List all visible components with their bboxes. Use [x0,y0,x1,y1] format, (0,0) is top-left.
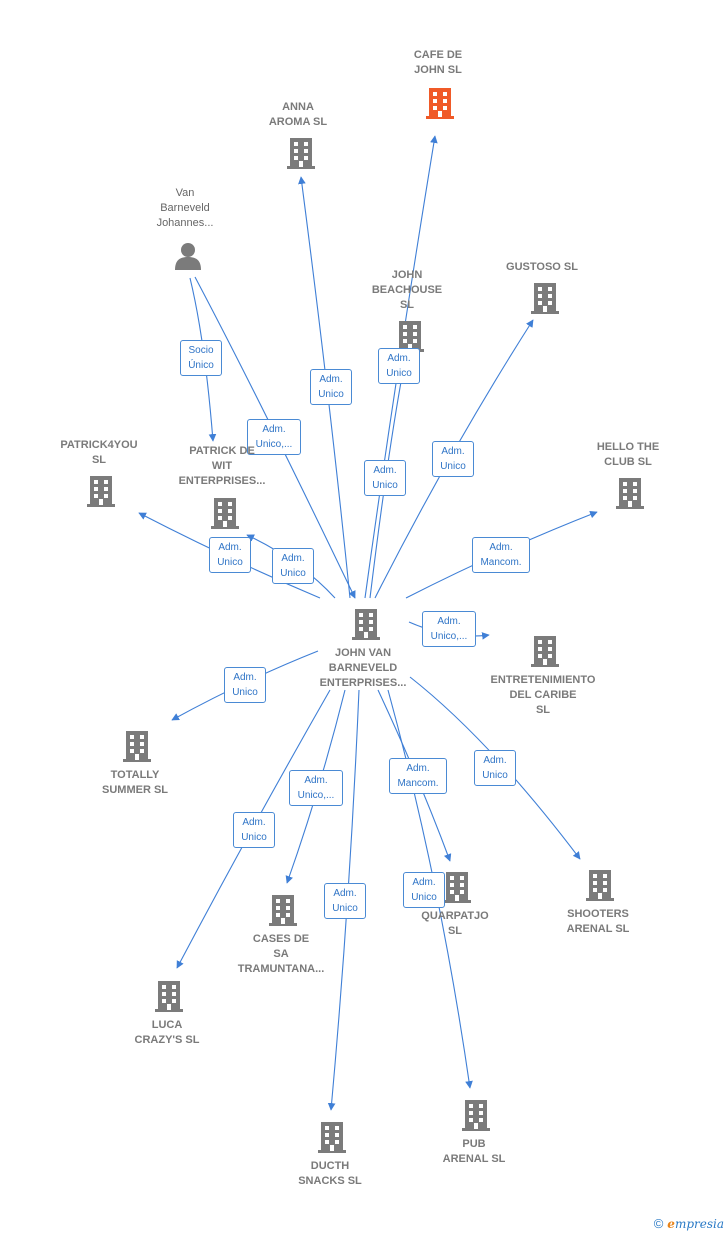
edge-label-john_van_barneveld-to-shooters_arenal[interactable]: Adm. Unico [474,750,516,786]
node-label-luca-crazys[interactable]: LUCA CRAZY'S SL [134,1019,200,1046]
node-label-pub-arenal[interactable]: PUB ARENAL SL [442,1138,506,1165]
node-label-quarpatjo[interactable]: QUARPATJO SL [421,910,489,937]
brand-name: mpresia [674,1217,724,1231]
edge-label-john_van_barneveld-to-cases_de_sa[interactable]: Adm. Unico,... [289,770,343,806]
edge-label-john_van_barneveld-to-ducth_snacks[interactable]: Adm. Unico [324,883,366,919]
edge-label-john_van_barneveld-to-patrick4you[interactable]: Adm. Unico [209,537,251,573]
node-label-entretenimiento[interactable]: ENTRETENIMIENTO DEL CARIBE SL [490,674,596,716]
edge-label-john_van_barneveld-to-cafe_de_john[interactable]: Adm. Unico [378,348,420,384]
edge-label-van_barneveld-to-patrick_de_wit[interactable]: Socio Único [180,340,222,376]
patrick4you-building-icon[interactable] [87,476,115,507]
cases-de-sa-building-icon[interactable] [269,895,297,926]
john-van-barneveld-building-icon[interactable] [352,609,380,640]
edge-label-john_van_barneveld-to-quarpatjo[interactable]: Adm. Mancom. [389,758,447,794]
shooters-arenal-building-icon[interactable] [586,870,614,901]
node-label-ducth-snacks[interactable]: DUCTH SNACKS SL [298,1160,362,1187]
edge-label-john_van_barneveld-to-pub_arenal[interactable]: Adm. Unico [403,872,445,908]
node-label-cases-de-sa[interactable]: CASES DE SA TRAMUNTANA... [237,933,325,975]
edge-label-john_van_barneveld-to-john_beachouse[interactable]: Adm. Unico [364,460,406,496]
quarpatjo-building-icon[interactable] [443,872,471,903]
edge-label-john_van_barneveld-to-hello_the_club[interactable]: Adm. Mancom. [472,537,530,573]
edge-label-john_van_barneveld-to-entretenimiento[interactable]: Adm. Unico,... [422,611,476,647]
edge-label-john_van_barneveld-to-anna_aroma[interactable]: Adm. Unico [310,369,352,405]
pub-arenal-building-icon[interactable] [462,1100,490,1131]
cafe-de-john-building-icon[interactable] [426,88,454,119]
anna-aroma-building-icon[interactable] [287,138,315,169]
node-label-patrick4you[interactable]: PATRICK4YOU SL [60,439,138,466]
node-label-hello-the-club[interactable]: HELLO THE CLUB SL [596,441,660,468]
node-label-totally-summer[interactable]: TOTALLY SUMMER SL [102,769,168,796]
luca-crazys-building-icon[interactable] [155,981,183,1012]
totally-summer-building-icon[interactable] [123,731,151,762]
edge-van_barneveld-to-john_van_barneveld [194,276,356,599]
node-label-shooters-arenal[interactable]: SHOOTERS ARENAL SL [566,908,630,935]
edge-label-van_barneveld-to-john_van_barneveld[interactable]: Adm. Unico,... [247,419,301,455]
footer-brand: ©empresia [654,1216,724,1231]
patrick-de-wit-building-icon[interactable] [211,498,239,529]
edge-label-john_van_barneveld-to-patrick_de_wit[interactable]: Adm. Unico [272,548,314,584]
edge-label-john_van_barneveld-to-totally_summer[interactable]: Adm. Unico [224,667,266,703]
node-label-van-barneveld[interactable]: Van Barneveld Johannes... [156,187,214,229]
node-label-anna-aroma[interactable]: ANNA AROMA SL [268,101,328,128]
edge-label-john_van_barneveld-to-gustoso[interactable]: Adm. Unico [432,441,474,477]
node-label-patrick-de-wit[interactable]: PATRICK DE WIT ENTERPRISES... [178,445,266,487]
entretenimiento-building-icon[interactable] [531,636,559,667]
ducth-snacks-building-icon[interactable] [318,1122,346,1153]
node-label-john-van-barneveld[interactable]: JOHN VAN BARNEVELD ENTERPRISES... [319,647,407,689]
gustoso-building-icon[interactable] [531,283,559,314]
node-label-cafe-de-john[interactable]: CAFE DE JOHN SL [413,49,463,76]
node-label-john-beachouse[interactable]: JOHN BEACHOUSE SL [371,269,443,311]
edge-label-john_van_barneveld-to-luca_crazys[interactable]: Adm. Unico [233,812,275,848]
icon-layer [87,88,644,1153]
node-label-gustoso[interactable]: GUSTOSO SL [506,261,578,273]
brand-initial: e [667,1217,675,1231]
hello-the-club-building-icon[interactable] [616,478,644,509]
copyright-symbol: © [653,1216,664,1231]
van-barneveld-person-icon[interactable] [175,243,201,270]
